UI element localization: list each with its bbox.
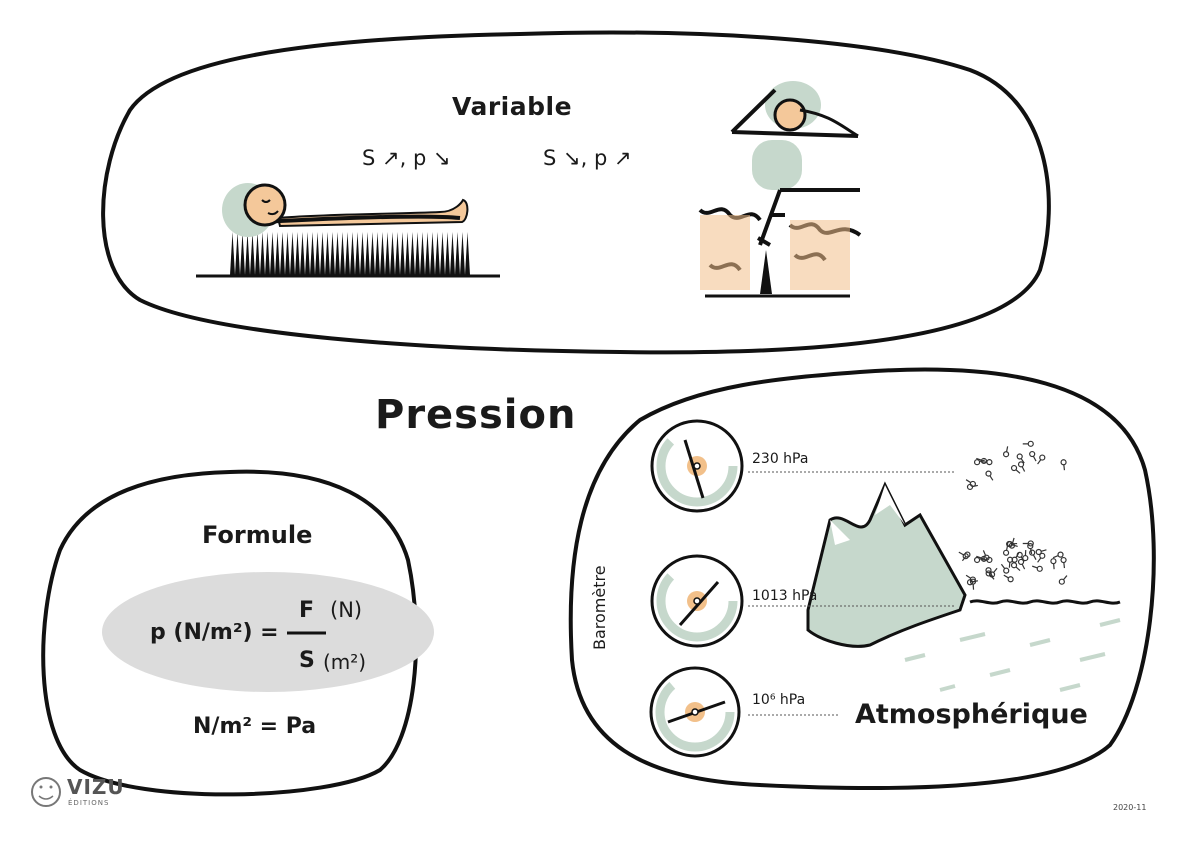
brand-name: VIZU [67, 775, 125, 799]
formula-denominator: S [299, 648, 315, 673]
brand-sub: ÉDITIONS [68, 799, 110, 807]
mountain-icon [806, 481, 967, 648]
standing-person-icon [698, 81, 862, 298]
lying-person-icon [222, 183, 469, 237]
barometer-gauge-mid [650, 554, 744, 648]
reading-high: 10⁶ hPa [752, 692, 806, 708]
vizu-logo-icon [31, 777, 61, 807]
barometer-gauge-low [650, 419, 744, 513]
variable-title: Variable [452, 92, 573, 121]
atmospheric-title: Atmosphérique [855, 699, 1088, 730]
unit-equivalence: N/m² = Pa [193, 714, 317, 739]
sparse-air-molecules [965, 440, 1067, 491]
variable-bubble [101, 30, 1051, 355]
relation-surface-up: S ↗, p ↘ [362, 146, 451, 170]
formula-bubble [41, 469, 419, 797]
formula-denominator-unit: (m²) [323, 650, 367, 674]
sea-waves [904, 618, 1121, 692]
page-title: Pression [375, 392, 577, 438]
reading-mid: 1013 hPa [752, 588, 818, 604]
date-label: 2020-11 [1113, 803, 1147, 812]
formula-numerator: F [299, 598, 315, 623]
instrument-label: Baromètre [590, 565, 609, 650]
formula-title: Formule [202, 521, 313, 549]
formula-numerator-unit: (N) [330, 598, 363, 622]
sea-line [969, 599, 1121, 605]
reading-low: 230 hPa [752, 451, 809, 467]
barometer-gauge-high [649, 666, 741, 758]
bed-of-nails-icon [196, 230, 500, 278]
relation-surface-down: S ↘, p ↗ [543, 146, 632, 170]
formula-lhs: p (N/m²) = [150, 620, 279, 645]
dense-air-molecules [958, 537, 1068, 590]
atmospheric-bubble [568, 367, 1156, 791]
formula-oval [102, 572, 434, 692]
